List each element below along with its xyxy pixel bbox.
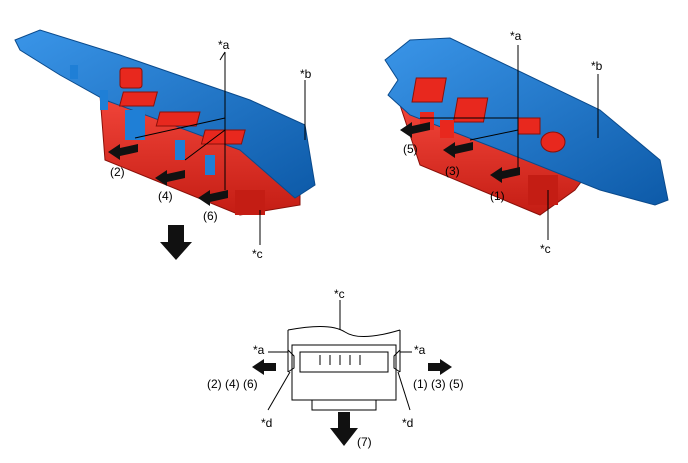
label-step-2: (2) — [110, 165, 125, 179]
label-b-left: *b — [300, 67, 312, 81]
label-step-3: (3) — [445, 164, 460, 178]
label-a-left: *a — [218, 38, 230, 52]
label-a-bottom-left: *a — [253, 343, 265, 357]
label-left-group: (2) (4) (6) — [207, 377, 258, 391]
arrow-5-icon — [400, 122, 430, 138]
arrow-4-icon — [155, 170, 185, 186]
label-step-1: (1) — [490, 189, 505, 203]
left-leader-lines — [134, 51, 306, 245]
label-a-right: *a — [510, 29, 522, 43]
bottom-left-arrow-icon — [252, 359, 276, 375]
left-removal-arrows — [108, 144, 228, 206]
label-right-group: (1) (3) (5) — [413, 377, 464, 391]
label-step-7: (7) — [357, 435, 372, 449]
label-step-6: (6) — [203, 209, 218, 223]
arrow-2-icon — [108, 144, 138, 160]
label-d-right: *d — [402, 416, 413, 430]
arrow-1-icon — [490, 167, 520, 183]
label-d-left: *d — [261, 416, 272, 430]
bottom-right-arrow-icon — [428, 359, 452, 375]
label-a-bottom-right: *a — [414, 343, 426, 357]
label-step-5: (5) — [403, 142, 418, 156]
right-switch-assembly — [384, 37, 669, 216]
cross-section-view — [267, 300, 412, 411]
label-c-bottom: *c — [334, 287, 345, 301]
label-b-right: *b — [591, 59, 603, 73]
arrow-3-icon — [443, 142, 473, 158]
label-c-right: *c — [540, 242, 551, 256]
bottom-down-arrow-icon — [330, 412, 358, 446]
right-removal-arrows — [400, 122, 520, 183]
arrow-6-icon — [198, 190, 228, 206]
left-switch-assembly — [14, 29, 316, 216]
big-down-arrow-icon — [160, 225, 192, 260]
right-leader-lines — [420, 45, 599, 240]
label-step-4: (4) — [158, 189, 173, 203]
label-c-left: *c — [252, 247, 263, 261]
